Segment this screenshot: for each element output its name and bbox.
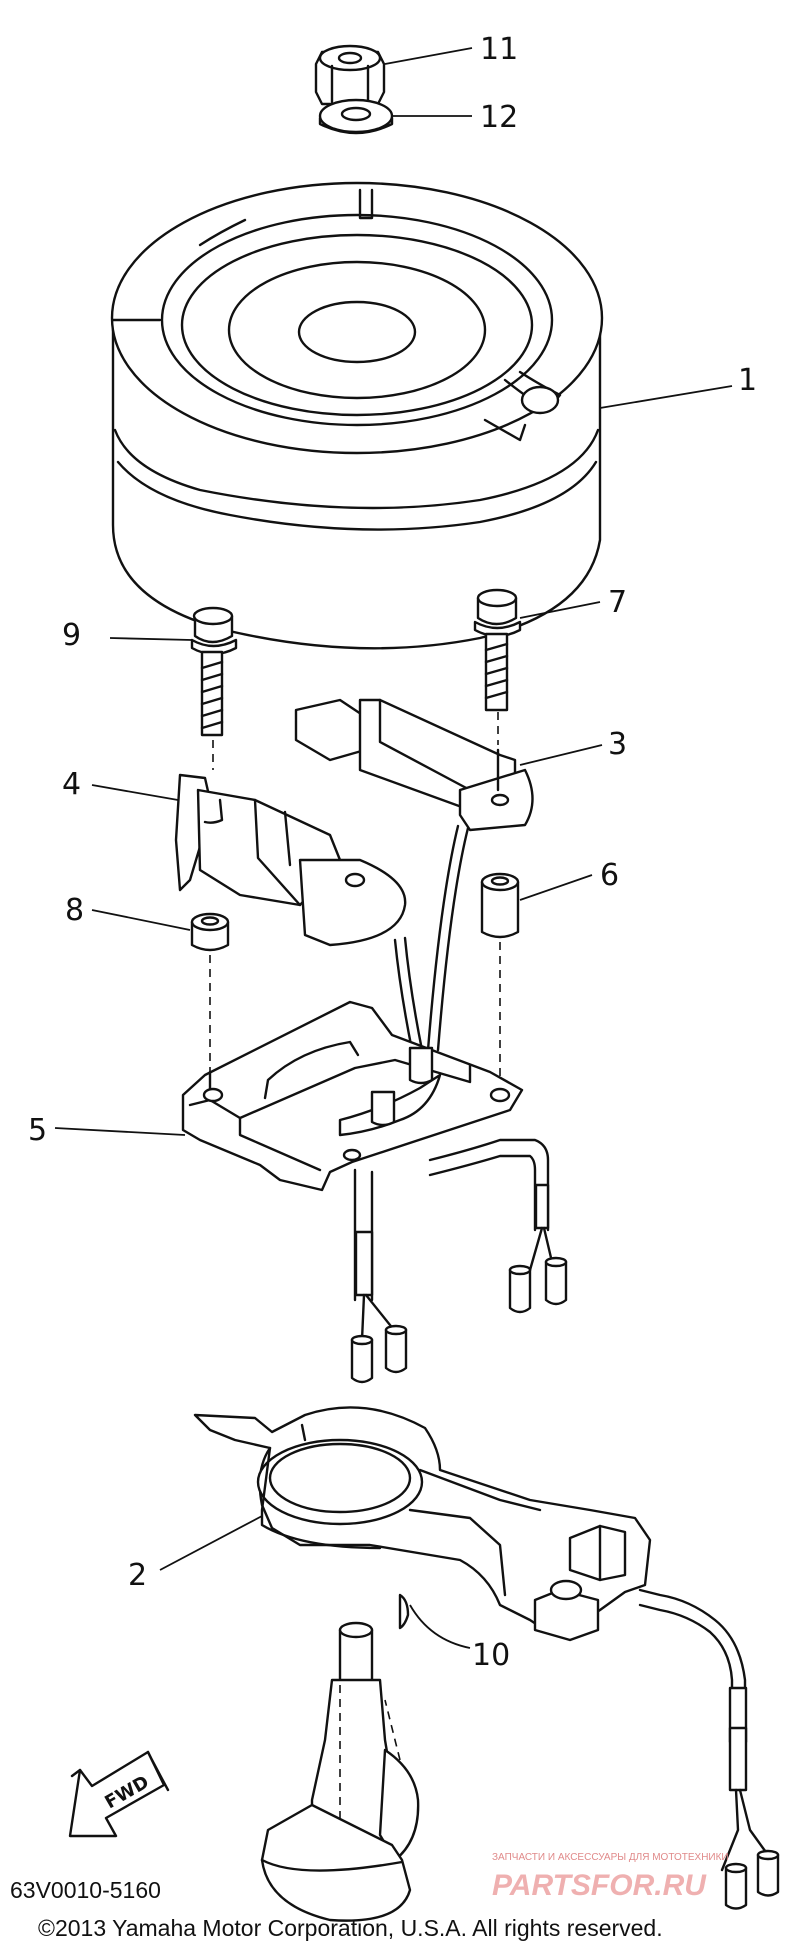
part-4-pulser-coil <box>174 773 407 947</box>
lead-wires-lower <box>720 1726 780 1910</box>
coil-wires <box>393 824 470 1052</box>
part-9-bolt <box>190 606 238 737</box>
fwd-arrow-icon: FWD <box>68 1750 170 1838</box>
part-3-charge-coil <box>294 698 534 832</box>
part-2-magneto-base <box>193 1406 748 1744</box>
callout-4: 4 <box>62 767 81 802</box>
part-6-collar <box>480 872 520 939</box>
part-10-woodruff-key <box>398 1593 410 1630</box>
part-12-washer <box>318 98 394 135</box>
callout-3: 3 <box>608 727 627 762</box>
part-11-nut <box>314 44 386 106</box>
callout-5: 5 <box>28 1113 47 1148</box>
callout-10: 10 <box>472 1638 510 1673</box>
diagram-code: 63V0010-5160 <box>10 1877 161 1903</box>
part-1-flywheel <box>110 181 604 650</box>
callout-6: 6 <box>600 858 619 893</box>
callout-2: 2 <box>128 1558 147 1593</box>
callout-12: 12 <box>480 100 518 135</box>
watermark-logo: PARTSFOR.RU <box>492 1869 707 1902</box>
callout-1: 1 <box>738 363 757 398</box>
crankshaft-end <box>260 1621 420 1922</box>
callout-labels: 11 12 1 9 7 3 4 6 8 5 2 10 <box>28 32 757 1673</box>
alignment-lines <box>209 712 501 1761</box>
watermark: ЗАПЧАСТИ И АКСЕССУАРЫ ДЛЯ МОТОТЕХНИКИ PA… <box>492 1852 729 1902</box>
part-7-bolt <box>473 588 522 712</box>
watermark-tagline: ЗАПЧАСТИ И АКСЕССУАРЫ ДЛЯ МОТОТЕХНИКИ <box>492 1852 729 1863</box>
lead-wires <box>350 1138 568 1384</box>
part-8-collar <box>190 912 230 952</box>
callout-9: 9 <box>62 618 81 653</box>
callout-11: 11 <box>480 32 518 67</box>
leader-lines <box>54 47 733 1649</box>
callout-8: 8 <box>65 893 84 928</box>
part-5-base-plate <box>181 1000 524 1192</box>
callout-7: 7 <box>608 585 627 620</box>
copyright-notice: ©2013 Yamaha Motor Corporation, U.S.A. A… <box>38 1915 663 1941</box>
